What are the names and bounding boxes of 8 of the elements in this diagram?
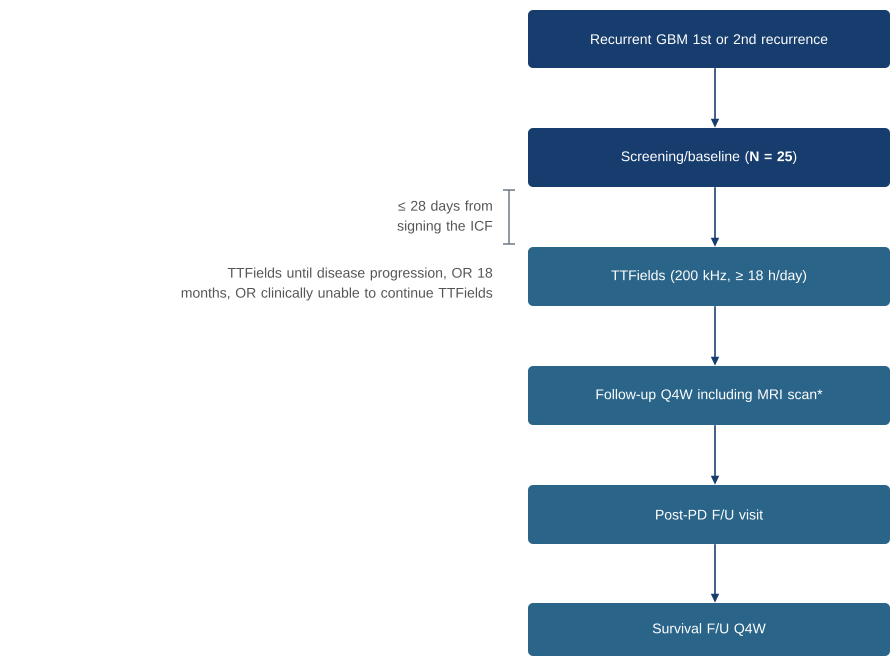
process-box: Follow-up Q4W including MRI scan* — [528, 366, 890, 425]
process-box: Survival F/U Q4W — [528, 603, 890, 656]
process-box: Recurrent GBM 1st or 2nd recurrence — [528, 10, 890, 68]
process-box: TTFields (200 kHz, ≥ 18 h/day) — [528, 247, 890, 306]
side-note: ≤ 28 days from signing the ICF — [397, 200, 492, 234]
side-note: TTFields until disease progression, OR 18 months, OR clinically unable to continue TTFields — [182, 267, 492, 301]
process-box: Screening/baseline (N = 25) — [528, 128, 890, 187]
process-box: Post-PD F/U visit — [528, 485, 890, 544]
